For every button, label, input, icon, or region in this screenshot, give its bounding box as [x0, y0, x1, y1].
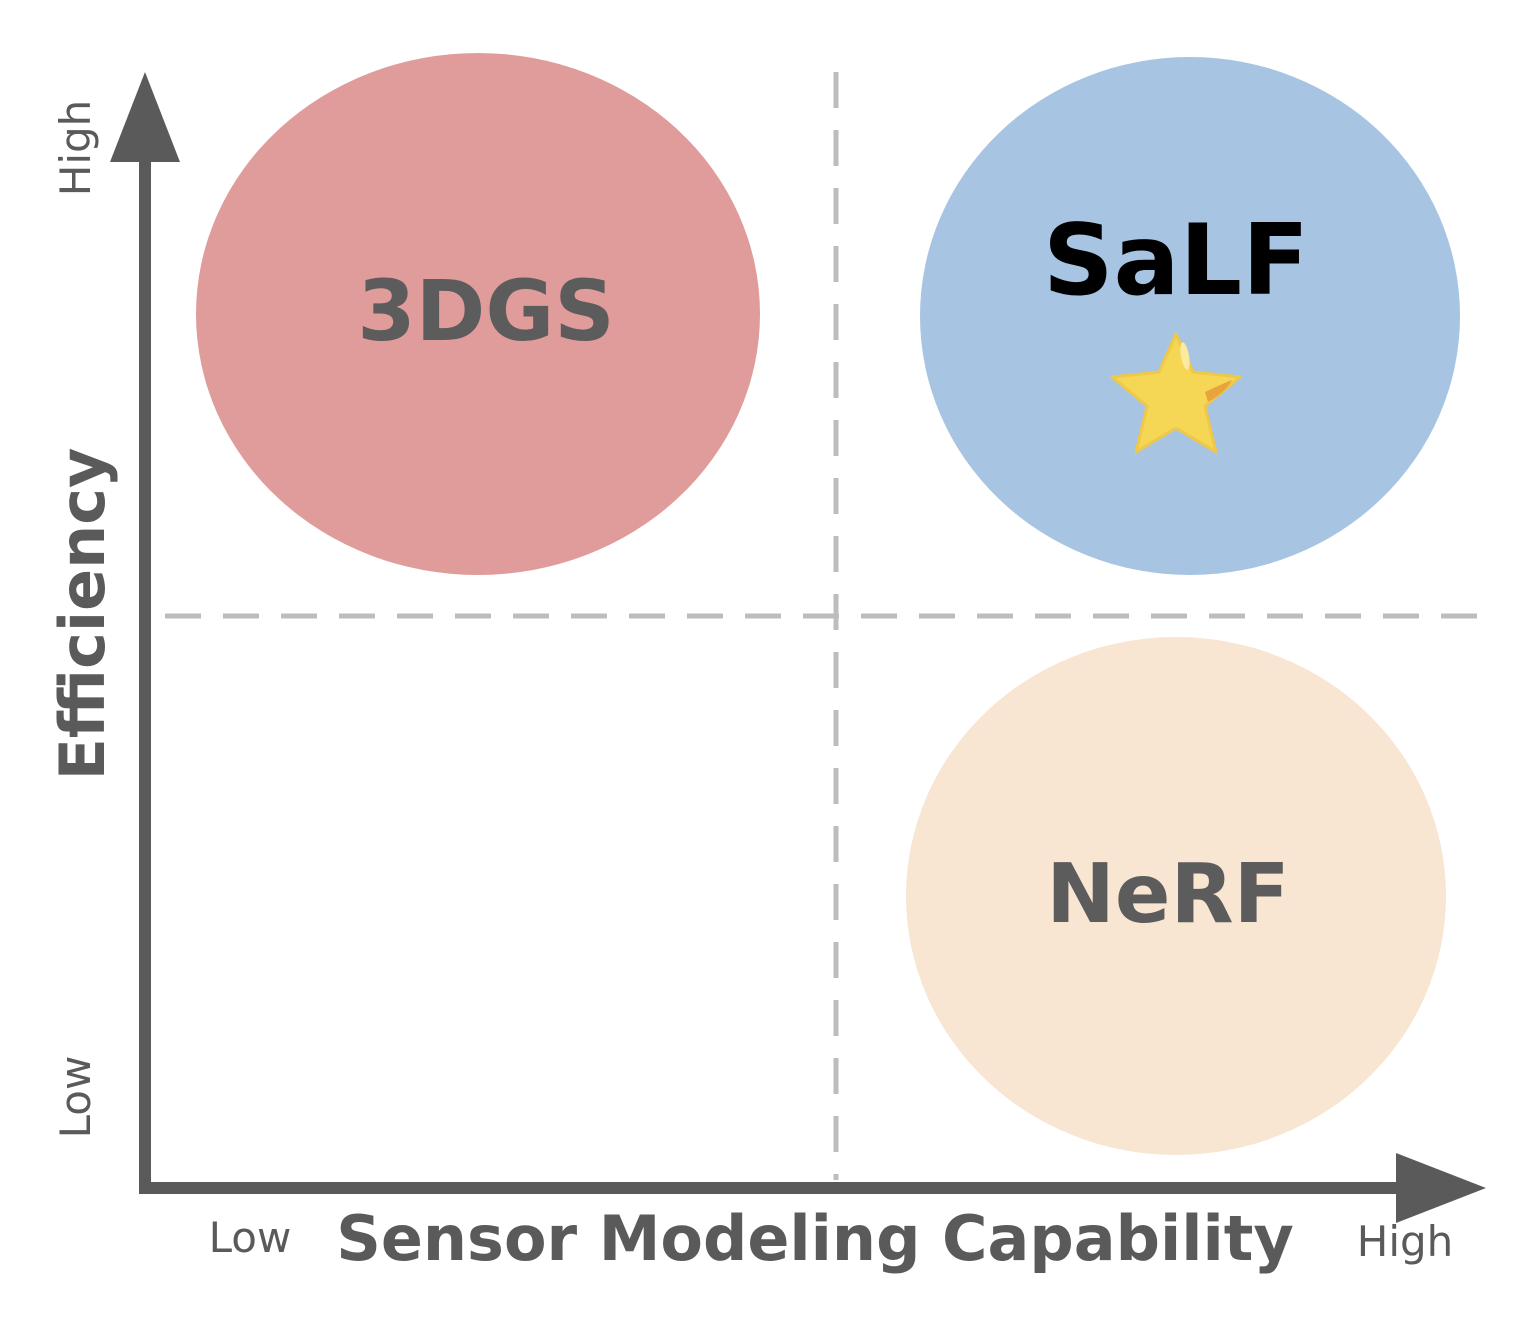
label-nerf: NeRF [1046, 847, 1289, 942]
y-axis-low-label: Low [51, 1056, 100, 1139]
blob-nerf [906, 637, 1446, 1155]
x-axis-title: Sensor Modeling Capability [336, 1202, 1294, 1275]
x-axis-arrow-icon [1396, 1153, 1486, 1223]
star-icon [1110, 332, 1242, 454]
y-axis-title: Efficiency [46, 448, 119, 781]
label-3dgs: 3DGS [357, 262, 615, 360]
x-axis-low-label: Low [209, 1213, 292, 1262]
blob-3dgs [196, 53, 760, 575]
y-axis-high-label: High [51, 100, 100, 197]
x-axis-high-label: High [1357, 1217, 1454, 1266]
y-axis-arrow-icon [110, 72, 180, 162]
blob-salf [920, 57, 1460, 575]
label-salf: SaLF [1043, 204, 1309, 318]
